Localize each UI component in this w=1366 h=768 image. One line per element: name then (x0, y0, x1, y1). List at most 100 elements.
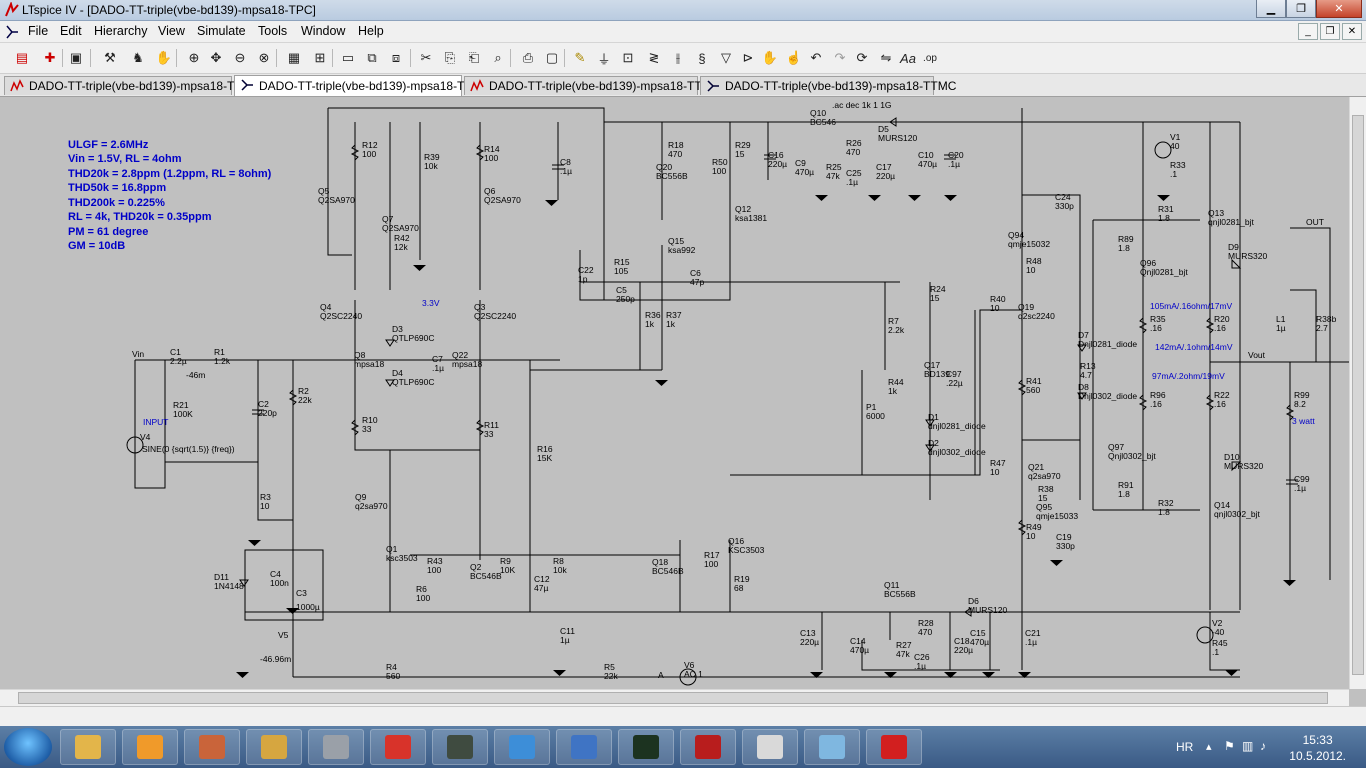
component-ref[interactable]: R10 (362, 415, 378, 425)
component-value[interactable]: 2.2k (888, 325, 905, 335)
component-ref[interactable]: R38b (1316, 314, 1337, 324)
component-value[interactable]: 220µ (876, 171, 895, 181)
component-value[interactable]: 1N4148 (214, 581, 244, 591)
component-value[interactable]: 220µ (768, 159, 787, 169)
component-ref[interactable]: Q94 (1008, 230, 1024, 240)
net-label-a[interactable]: A (658, 670, 664, 680)
component-ref[interactable]: R48 (1026, 256, 1042, 266)
component-value[interactable]: MURS320 (1228, 251, 1267, 261)
open-file-icon[interactable]: ▤ (15, 50, 29, 65)
taskbar-app-media-player[interactable] (122, 729, 178, 765)
component-value[interactable]: 10k (424, 161, 438, 171)
component-value[interactable]: dnjl0302_diode (928, 447, 986, 457)
component-value[interactable]: 470 (668, 149, 682, 159)
component-ref[interactable]: R13 (1080, 361, 1096, 371)
component-value[interactable]: Q2SC2240 (474, 311, 516, 321)
inductor-icon[interactable]: § (698, 50, 706, 66)
component-value[interactable]: .1µ (1025, 637, 1037, 647)
taskbar-app-puzzle[interactable] (866, 729, 922, 765)
component-ref[interactable]: C19 (1056, 532, 1072, 542)
component-value[interactable]: .1 (1170, 169, 1177, 179)
taskbar-app-tool[interactable] (308, 729, 364, 765)
component-ref[interactable]: C8 (560, 157, 571, 167)
component-ref[interactable]: C9 (795, 158, 806, 168)
text-icon[interactable]: Aa (900, 50, 916, 66)
component-ref[interactable]: D11 (214, 572, 229, 582)
component-value[interactable]: 105 (614, 266, 628, 276)
component-ref[interactable]: Q14 (1214, 500, 1230, 510)
component-value[interactable]: .22µ (946, 378, 963, 388)
component-ref[interactable]: C22 (578, 265, 594, 275)
component-ref[interactable]: D9 (1228, 242, 1239, 252)
language-indicator[interactable]: HR (1176, 740, 1194, 754)
component-value[interactable]: .1µ (432, 363, 444, 373)
ac-directive[interactable]: .ac dec 1k 1 1G (832, 100, 892, 110)
component-value[interactable]: 100 (704, 559, 718, 569)
network-icon[interactable]: ▥ (1242, 739, 1254, 753)
component-value[interactable]: BC556B (656, 171, 688, 181)
menu-tools[interactable]: Tools (258, 24, 288, 38)
component-value[interactable]: 1.2k (214, 356, 231, 366)
component-ref[interactable]: R33 (1170, 160, 1186, 170)
print-icon[interactable]: ⎙ (522, 50, 534, 65)
component-ref[interactable]: C7 (432, 354, 443, 364)
menu-hierarchy[interactable]: Hierarchy (94, 24, 148, 38)
component-value[interactable]: 15 (1038, 493, 1048, 503)
component-value[interactable]: 1.8 (1118, 243, 1130, 253)
component-ref[interactable]: C20 (948, 150, 964, 160)
component-ref[interactable]: R16 (537, 444, 553, 454)
component-ref[interactable]: R35 (1150, 314, 1166, 324)
component-ref[interactable]: R2 (298, 386, 309, 396)
component-value[interactable]: 10 (1026, 265, 1036, 275)
component-value[interactable]: Q2SA970 (318, 195, 355, 205)
component-value[interactable]: 220µ (800, 637, 819, 647)
component-value[interactable]: KSC3503 (728, 545, 765, 555)
component-ref[interactable]: R1 (214, 347, 225, 357)
component-value[interactable]: .16 (1214, 323, 1226, 333)
component-ref[interactable]: R31 (1158, 204, 1174, 214)
component-ref[interactable]: Q4 (320, 302, 332, 312)
taskbar-app-firefox[interactable] (556, 729, 612, 765)
component-value[interactable]: 47k (826, 171, 840, 181)
component-ref[interactable]: C18 (954, 636, 970, 646)
component-ref[interactable]: R6 (416, 584, 427, 594)
component-value[interactable]: 10 (990, 303, 1000, 313)
component-value[interactable]: 1p (578, 274, 588, 284)
schematic-drawing[interactable]: ULGF = 2.6MHz Vin = 1.5V, RL = 4ohm THD2… (0, 97, 1349, 689)
component-value[interactable]: 22k (298, 395, 312, 405)
zoom-out-icon[interactable]: ⊖ (234, 50, 246, 65)
component-value[interactable]: 470µ (795, 167, 814, 177)
component-value[interactable]: mpsa18 (452, 359, 483, 369)
component-value[interactable]: ksa992 (668, 245, 696, 255)
component-ref[interactable]: R21 (173, 400, 189, 410)
cascade-icon[interactable]: ⧉ (367, 50, 377, 65)
component-value[interactable]: .1 (1212, 647, 1219, 657)
component-ref[interactable]: R47 (990, 458, 1006, 468)
component-value[interactable]: 1.8 (1158, 213, 1170, 223)
component-ref[interactable]: R17 (704, 550, 720, 560)
component-ref[interactable]: Q96 (1140, 258, 1156, 268)
control-panel-icon[interactable]: ⚒ (104, 50, 116, 65)
component-ref[interactable]: V6 (684, 660, 695, 670)
component-ref[interactable]: Q1 (386, 544, 398, 554)
component-value[interactable]: BD139 (924, 369, 950, 379)
copy-icon[interactable]: ⎘ (444, 50, 456, 65)
diode-icon[interactable]: ▽ (721, 50, 731, 65)
component-ref[interactable]: R27 (896, 640, 912, 650)
component-ref[interactable]: C12 (534, 574, 550, 584)
net-label-vin[interactable]: Vin (132, 349, 144, 359)
component-ref[interactable]: C26 (914, 652, 930, 662)
component-value[interactable]: .1µ (560, 166, 572, 176)
component-ref[interactable]: R99 (1294, 390, 1310, 400)
taskbar-app-explorer[interactable] (60, 729, 116, 765)
component-ref[interactable]: R15 (614, 257, 630, 267)
taskbar-app-acrobat[interactable] (680, 729, 736, 765)
cut-icon[interactable]: ✂ (420, 50, 432, 65)
component-ref[interactable]: Q8 (354, 350, 366, 360)
move-icon[interactable]: ✋ (761, 50, 779, 65)
component-ref[interactable]: V4 (140, 432, 151, 442)
component-ref[interactable]: R40 (990, 294, 1006, 304)
print-preview-icon[interactable]: ▢ (545, 50, 559, 65)
component-ref[interactable]: R22 (1214, 390, 1230, 400)
component-value[interactable]: 4.7 (1080, 370, 1092, 380)
